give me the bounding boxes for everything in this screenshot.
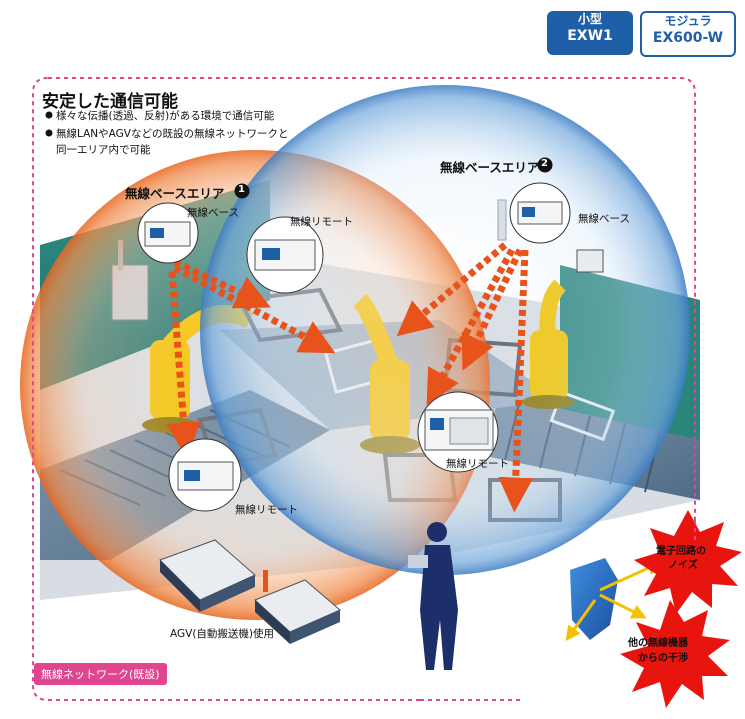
antenna-module	[576, 249, 604, 273]
callout-remote-top	[246, 216, 324, 294]
label-remote-top: 無線リモート	[290, 216, 353, 228]
agv-label: AGV(自動搬送機)使用	[170, 628, 275, 640]
callout-base-1	[137, 202, 199, 264]
signal-paths	[166, 242, 534, 513]
wireless-network-boundary-right-corner	[420, 520, 696, 701]
badge-model: EXW1	[567, 28, 613, 44]
area-number-bg-2	[537, 157, 553, 173]
area-label-2: 無線ベースエリア	[440, 160, 540, 175]
area-number-2: 2	[541, 158, 548, 169]
label-base-1: 無線ベース	[187, 207, 239, 219]
area-label-1: 無線ベースエリア	[125, 186, 225, 201]
headline-title: 安定した通信可能	[42, 92, 178, 112]
network-tag: 無線ネットワーク(既設)	[34, 663, 167, 685]
product-badge-exw1: 小型 EXW1	[547, 11, 633, 55]
callout-remote-right	[417, 391, 499, 473]
noise-label-line1: 電子回路の	[656, 546, 706, 557]
badge-type: モジュラ	[664, 14, 712, 28]
interference-label-line2: からの干渉	[638, 653, 688, 664]
label-base-2: 無線ベース	[578, 213, 630, 225]
agv-left	[159, 539, 256, 612]
callout-base-2	[509, 182, 571, 244]
worker-figure	[408, 522, 458, 670]
badge-model: EX600-W	[652, 30, 724, 46]
area-number-1: 1	[238, 184, 245, 195]
product-badge-ex600w: モジュラ EX600-W	[640, 11, 736, 57]
bullet-dot	[45, 111, 53, 119]
interference-arrows	[565, 561, 662, 642]
noise-burst	[634, 510, 742, 614]
label-remote-right: 無線リモート	[446, 458, 509, 470]
callout-remote-lower-left	[168, 438, 242, 512]
noise-label-line2: ノイズ	[668, 560, 698, 571]
badge-type: 小型	[577, 12, 602, 26]
bullet-text: 無線LANやAGVなどの既設の無線ネットワークと	[56, 128, 289, 140]
area-number-bg-1	[234, 183, 250, 199]
wireless-network-boundary	[32, 77, 696, 701]
bullet-text-continued: 同一エリア内で可能	[56, 144, 151, 156]
label-remote-lower-left: 無線リモート	[235, 504, 298, 516]
bullet-text: 様々な伝播(透過、反射)がある環境で通信可能	[56, 110, 275, 122]
interference-label-line1: 他の無線機器	[628, 638, 688, 649]
interference-burst	[620, 600, 730, 708]
agv-right	[254, 570, 341, 644]
bullet-dot	[45, 129, 53, 137]
